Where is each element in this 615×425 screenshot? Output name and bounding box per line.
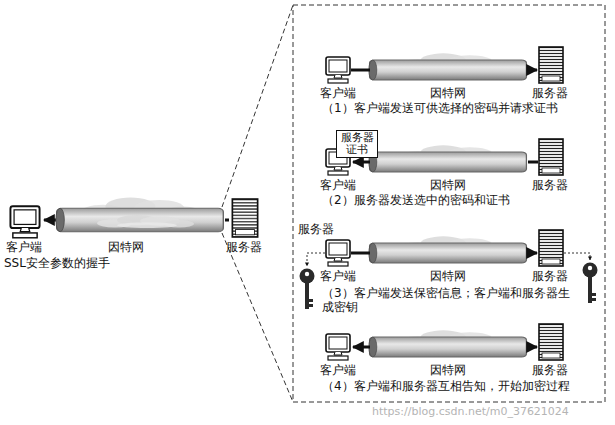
server-machine [539,139,563,175]
detail-panel [293,5,605,402]
internet-tube [56,208,223,232]
key-icon [583,263,598,304]
client-computer [10,206,39,238]
network-label: 因特网 [430,363,466,377]
link-line [353,346,370,349]
link-line [44,219,57,222]
link-line [351,252,370,255]
network-label: 因特网 [108,240,144,254]
link-line [351,69,370,72]
server-machine [539,324,563,360]
network-label: 因特网 [430,86,466,100]
overview-caption: SSL安全参数的握手 [4,256,110,270]
step-caption: （1）客户端发送可供选择的密码并请求证书 [322,101,558,115]
device-label: 客户端 [320,363,356,377]
internet-tube [369,60,527,80]
client-computer [326,57,350,83]
device-label: 服务器 [298,222,334,236]
step-caption: （3）客户端发送保密信息；客户端和服务器生成密钥 [322,286,580,314]
zoom-line [222,5,293,207]
zoom-line [222,233,293,402]
device-label: 服务器 [532,86,568,100]
device-label: 服务器 [532,178,568,192]
link-line [528,252,537,255]
client-computer [326,334,350,360]
step-row [326,324,563,360]
device-label: 客户端 [6,240,42,254]
server-machine [539,230,563,266]
device-label: 客户端 [320,178,356,192]
link-line [528,69,537,72]
internet-tube [369,243,527,263]
step-row [326,47,563,83]
network-label: 因特网 [430,178,466,192]
device-label: 服务器 [532,363,568,377]
internet-cloud [97,215,194,228]
link-line [528,161,538,164]
device-label: 服务器 [532,269,568,283]
network-label: 因特网 [430,269,466,283]
link-line [225,219,229,222]
server-machine [539,47,563,83]
internet-tube [369,152,527,172]
device-label: 服务器 [226,240,262,254]
step-caption: （4）客户端和服务器互相告知，开始加密过程 [322,379,570,393]
server-machine [232,199,257,237]
box-text: 服务器证书 [339,132,375,156]
link-line [528,346,537,349]
certificate-box: 服务器证书 [336,130,378,158]
step-caption: （2）服务器发送选中的密码和证书 [322,193,510,207]
internet-tube [369,337,527,357]
device-label: 客户端 [320,86,356,100]
watermark: https://blog.csdn.net/m0_37621024 [372,405,569,419]
key-icon [300,269,315,310]
key-pointer [307,253,325,266]
device-label: 客户端 [320,269,356,283]
link-line [353,161,370,164]
client-computer [326,240,350,266]
key-pointer [564,253,590,260]
